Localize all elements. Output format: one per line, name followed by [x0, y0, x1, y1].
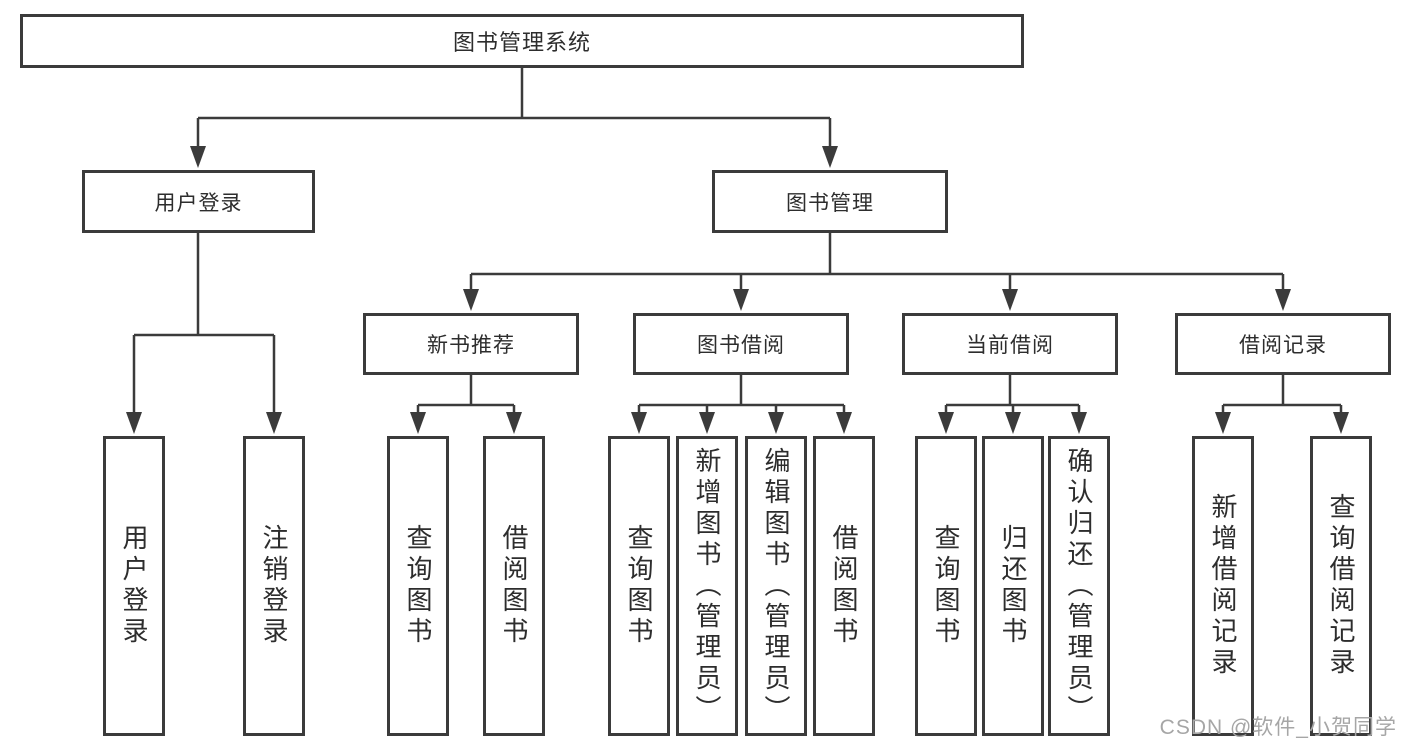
- leaf-confirm-return-admin: 确认归还（管理员）: [1048, 436, 1110, 736]
- leaf-add-books-admin: 新增图书（管理员）: [676, 436, 738, 736]
- leaf-query-books: 查询图书: [608, 436, 670, 736]
- leaf-edit-books-admin: 编辑图书（管理员）: [745, 436, 807, 736]
- node-current-borrow-label: 当前借阅: [966, 334, 1054, 357]
- leaf-return-books: 归还图书: [982, 436, 1044, 736]
- node-book-borrow: 图书借阅: [633, 313, 849, 375]
- node-book-borrow-label: 图书借阅: [697, 334, 785, 357]
- node-new-book-recommend-label: 新书推荐: [427, 334, 515, 357]
- node-root: 图书管理系统: [20, 14, 1024, 68]
- node-borrow-records: 借阅记录: [1175, 313, 1391, 375]
- leaf-borrow-books: 借阅图书: [813, 436, 875, 736]
- leaf-query-books-current: 查询图书: [915, 436, 977, 736]
- leaf-query-borrow-record: 查询借阅记录: [1310, 436, 1372, 736]
- node-book-management-label: 图书管理: [786, 191, 874, 215]
- node-current-borrow: 当前借阅: [902, 313, 1118, 375]
- node-root-label: 图书管理系统: [452, 30, 591, 55]
- leaf-query-books-recommend: 查询图书: [387, 436, 449, 736]
- node-book-management: 图书管理: [712, 170, 948, 233]
- leaf-logout: 注销登录: [243, 436, 305, 736]
- node-user-login-label: 用户登录: [154, 191, 243, 215]
- node-user-login: 用户登录: [82, 170, 315, 233]
- arrowhead-icons: [126, 146, 1349, 434]
- leaf-add-borrow-record: 新增借阅记录: [1192, 436, 1254, 736]
- node-borrow-records-label: 借阅记录: [1239, 334, 1327, 357]
- leaf-borrow-books-recommend: 借阅图书: [483, 436, 545, 736]
- node-new-book-recommend: 新书推荐: [363, 313, 579, 375]
- csdn-watermark: CSDN @软件_小贺同学: [1159, 716, 1397, 739]
- leaf-user-login: 用户登录: [103, 436, 165, 736]
